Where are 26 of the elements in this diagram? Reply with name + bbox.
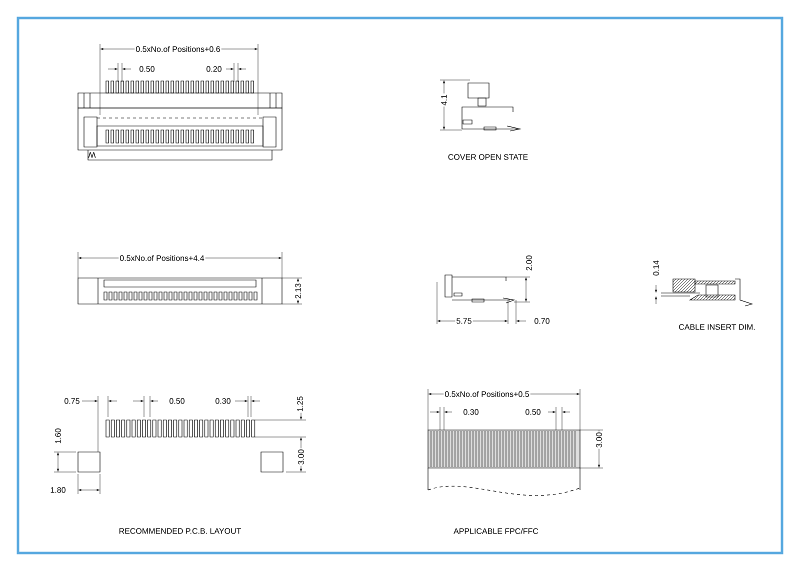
dimension-label: 4.1: [440, 93, 448, 107]
dimension-label: 3.00: [297, 448, 305, 466]
dimension-label: 2.00: [525, 254, 533, 272]
view-caption: CABLE INSERT DIM.: [679, 324, 755, 330]
dimension-label: 0.30: [214, 397, 232, 405]
dimension-label: 0.50: [524, 408, 542, 416]
dimension-label: 0.50: [168, 397, 186, 405]
dimension-label: 3.00: [595, 431, 603, 449]
dimension-label: 0.30: [462, 408, 480, 416]
dimension-label: 1.80: [49, 486, 67, 494]
dimension-label: 2.13: [294, 282, 302, 300]
dimension-label: 1.25: [296, 395, 304, 413]
dimension-label: 1.60: [54, 427, 62, 445]
view-caption: COVER OPEN STATE: [448, 154, 528, 160]
dimension-label: 0.5xNo.of Positions+0.6: [134, 45, 222, 53]
view-caption: RECOMMENDED P.C.B. LAYOUT: [119, 528, 242, 534]
dimension-label: 0.5xNo.of Positions+0.5: [444, 390, 530, 398]
dimension-label: 0.20: [205, 65, 223, 73]
dimension-label: 0.50: [138, 65, 156, 73]
dimension-label: 0.5xNo.of Positions+4.4: [118, 254, 206, 262]
dimension-label: 0.70: [533, 317, 551, 325]
dimension-label: 0.75: [63, 397, 81, 405]
dimension-label: 5.75: [455, 317, 473, 325]
marking-text: W: [88, 152, 96, 158]
view-caption: APPLICABLE FPC/FFC: [454, 528, 538, 534]
dimension-label: 0.14: [652, 259, 660, 277]
